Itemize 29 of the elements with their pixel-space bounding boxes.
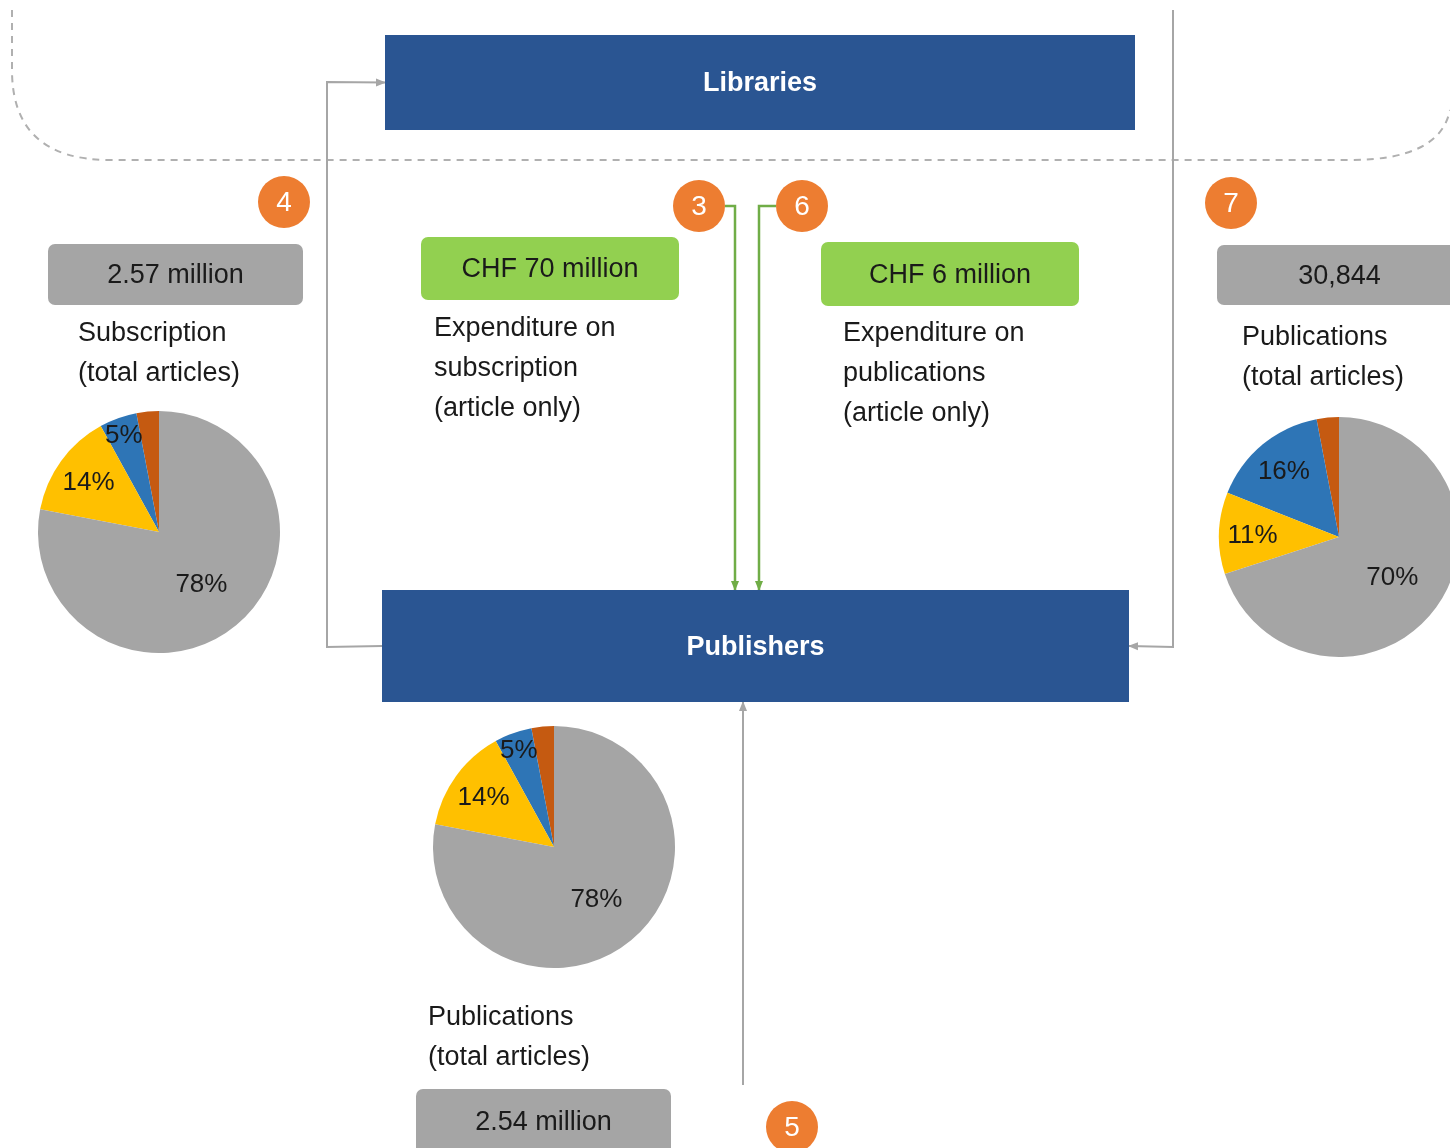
- arrow: [326, 78, 386, 648]
- percent-label: 14%: [62, 465, 115, 497]
- arrow: [755, 204, 776, 591]
- percent-label: 78%: [175, 567, 228, 599]
- actor-box: Publishers: [382, 590, 1129, 702]
- arrow: [1128, 9, 1174, 651]
- percent-label: 78%: [570, 882, 623, 914]
- step-number-circle: 3: [673, 180, 725, 232]
- value-box: 2.57 million: [48, 244, 303, 305]
- percent-label: 11%: [1227, 518, 1278, 550]
- caption-text: Publications (total articles): [1242, 320, 1406, 393]
- arrow: [739, 701, 747, 1086]
- step-number-circle: 7: [1205, 177, 1257, 229]
- percent-label: 70%: [1366, 560, 1419, 592]
- actor-box: Libraries: [385, 35, 1135, 130]
- percent-label: 16%: [1257, 454, 1310, 486]
- caption-text: Subscription (total articles): [78, 316, 242, 389]
- caption-text: Expenditure on subscription (article only): [434, 311, 617, 424]
- caption-text: Expenditure on publications (article only): [843, 316, 1026, 429]
- value-box: 2.54 million: [416, 1089, 671, 1148]
- step-number-circle: 5: [766, 1101, 818, 1148]
- caption-text: Publications (total articles): [428, 1000, 592, 1073]
- percent-label: 14%: [457, 780, 510, 812]
- amount-box: CHF 70 million: [421, 237, 679, 300]
- arrow: [725, 204, 739, 591]
- step-number-circle: 4: [258, 176, 310, 228]
- value-box: 30,844: [1217, 245, 1450, 305]
- amount-box: CHF 6 million: [821, 242, 1079, 306]
- step-number-circle: 6: [776, 180, 828, 232]
